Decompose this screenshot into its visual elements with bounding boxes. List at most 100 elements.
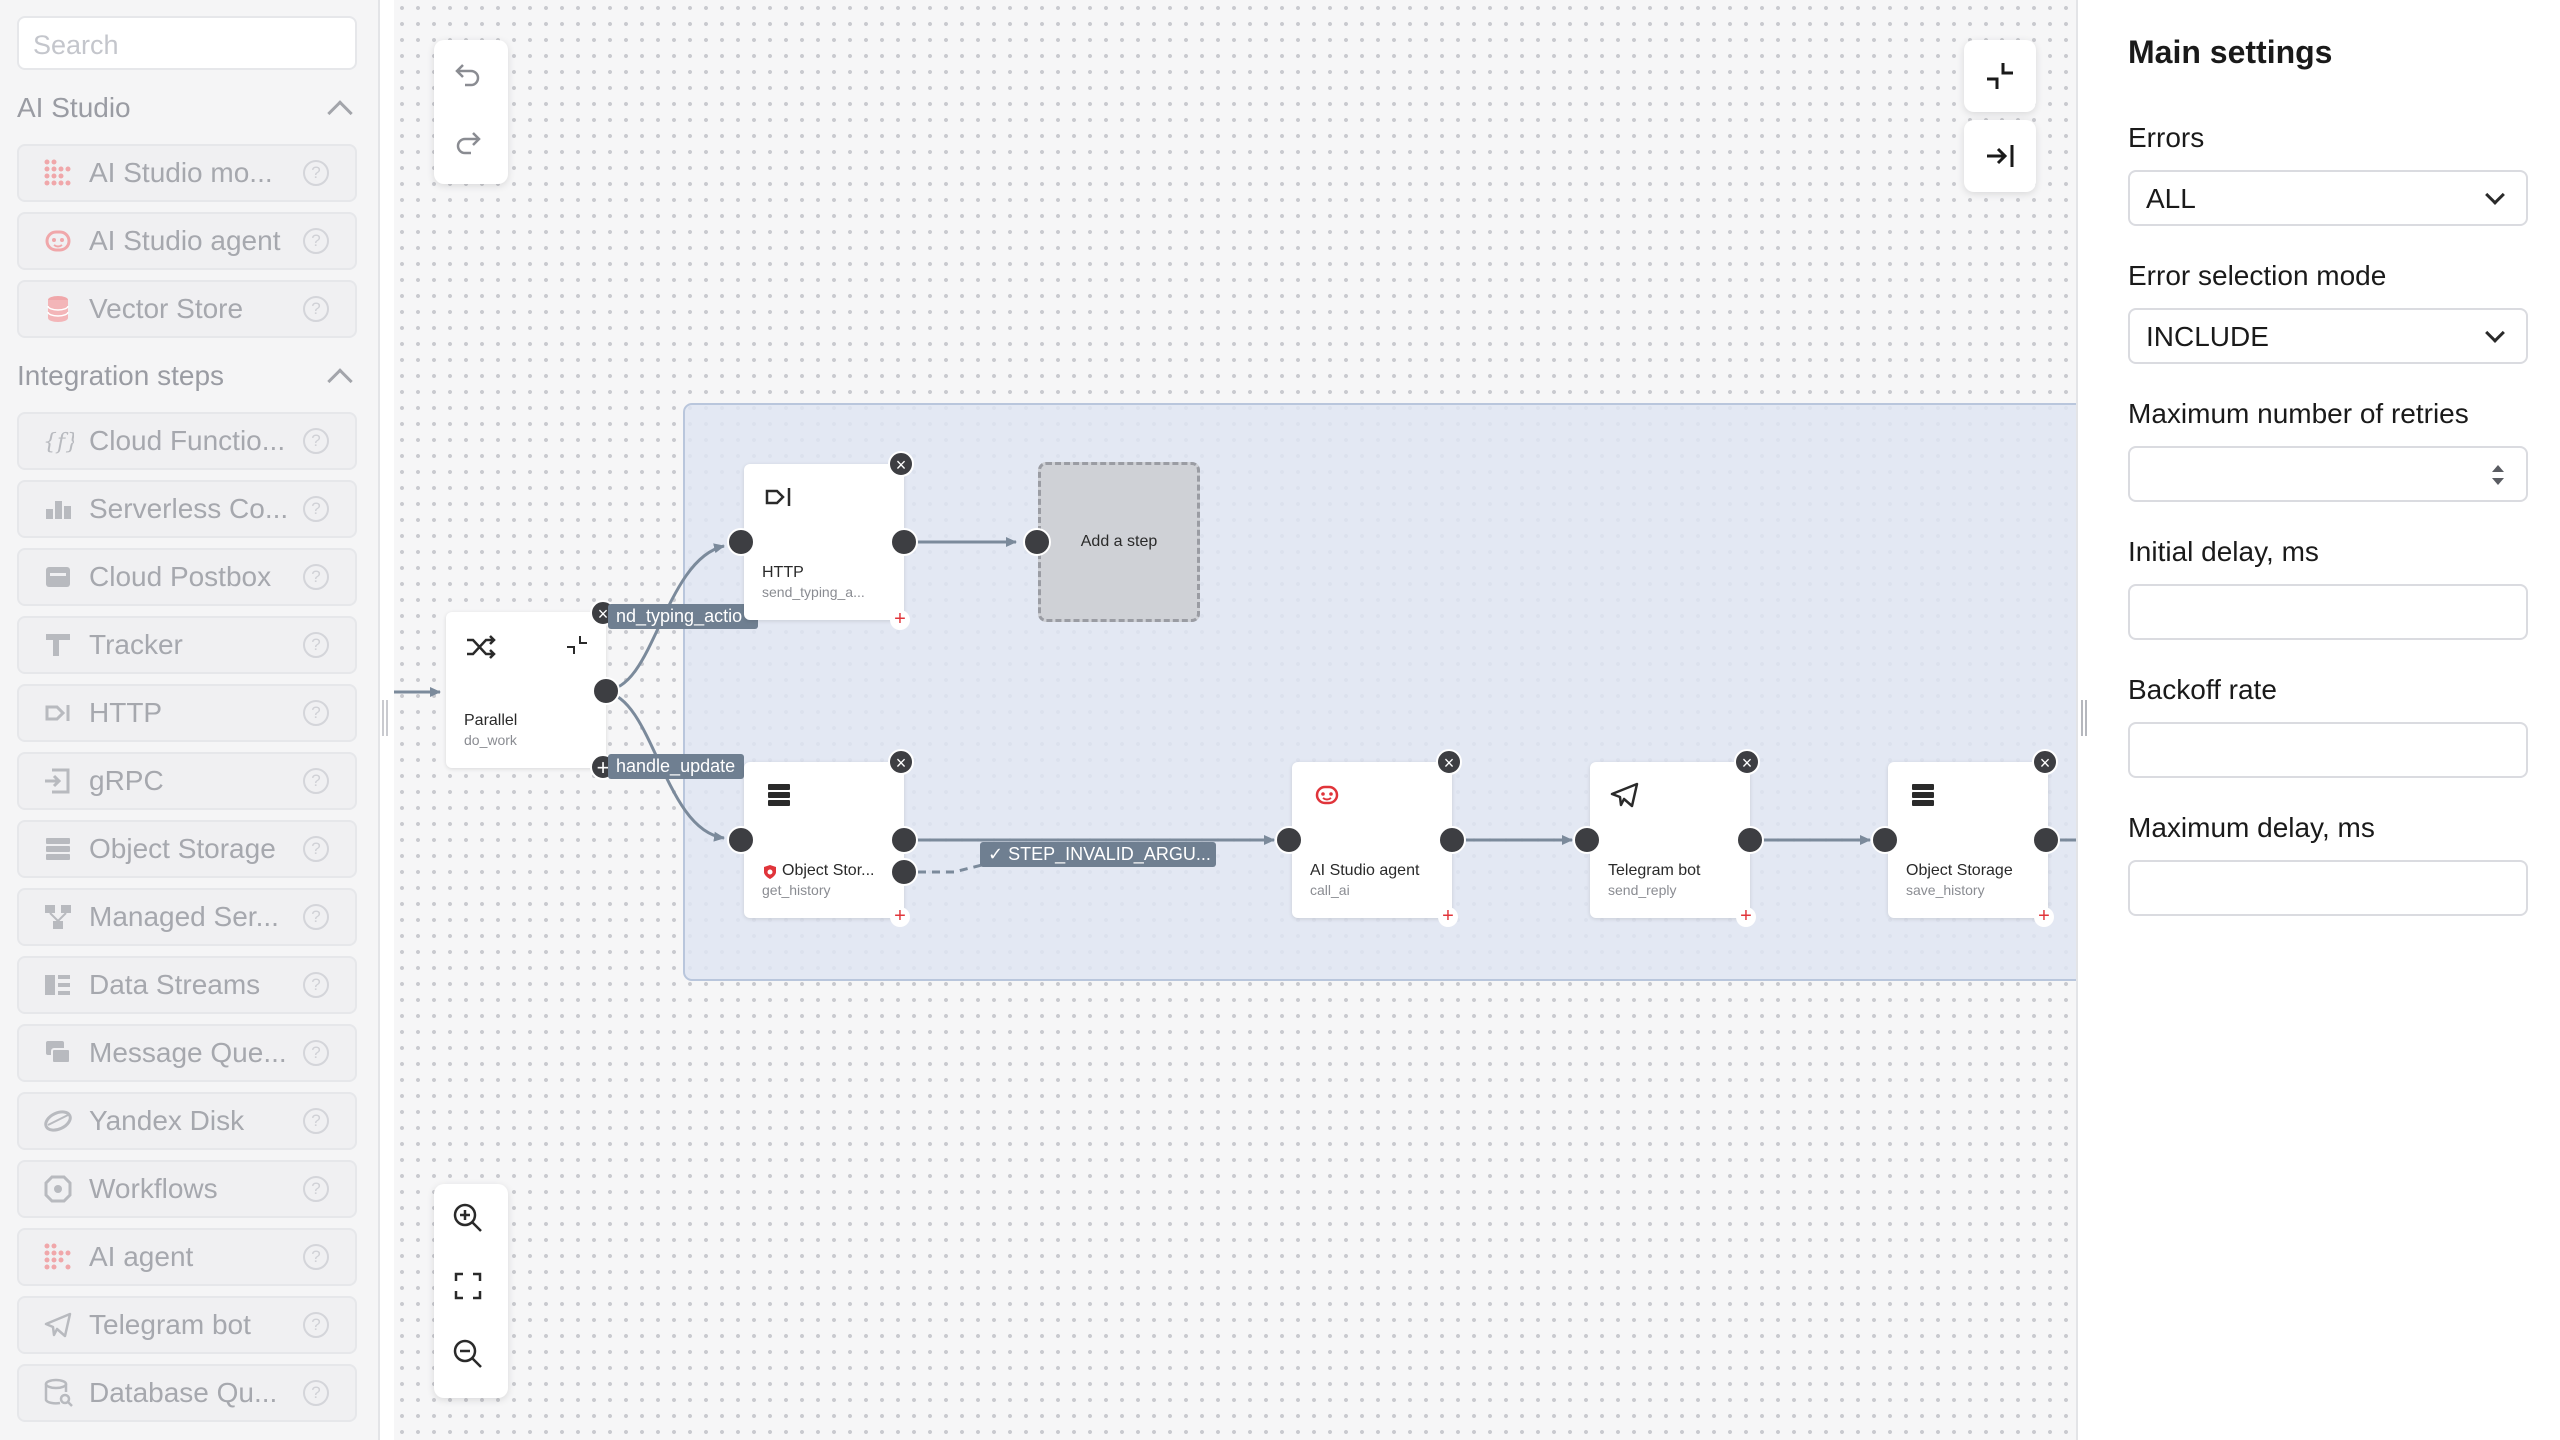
help-icon[interactable]: ?	[303, 1244, 329, 1270]
sidebar-item-ai-studio-agent[interactable]: AI Studio agent ?	[17, 212, 357, 270]
remove-node-icon[interactable]: ×	[2032, 749, 2058, 775]
max-delay-input[interactable]	[2128, 860, 2528, 916]
help-icon[interactable]: ?	[303, 228, 329, 254]
branch-label-2[interactable]: handle_update	[608, 754, 744, 779]
zoom-out-button[interactable]	[434, 1320, 502, 1388]
sidebar-item-http[interactable]: HTTP ?	[17, 684, 357, 742]
sidebar-item-cloud-postbox[interactable]: Cloud Postbox ?	[17, 548, 357, 606]
port-telegram-in	[1573, 826, 1601, 854]
settings-resize-handle[interactable]	[2081, 700, 2087, 736]
branch-label-1[interactable]: nd_typing_actio	[608, 604, 758, 629]
help-icon[interactable]: ?	[303, 296, 329, 322]
help-icon[interactable]: ?	[303, 836, 329, 862]
remove-node-icon[interactable]: ×	[888, 451, 914, 477]
section-title: AI Studio	[17, 92, 131, 123]
sidebar-item-database-query[interactable]: Database Qu... ?	[17, 1364, 357, 1422]
catch-error-label[interactable]: ✓ STEP_INVALID_ARGU...	[980, 842, 1216, 867]
help-icon[interactable]: ?	[303, 160, 329, 186]
workflow-canvas[interactable]: Parallel do_work × + nd_typing_actio han…	[394, 0, 2078, 1440]
sidebar-item-cloud-functions[interactable]: {f} Cloud Functio... ?	[17, 412, 357, 470]
node-parallel[interactable]: Parallel do_work	[446, 612, 606, 768]
sidebar-item-workflows[interactable]: Workflows ?	[17, 1160, 357, 1218]
search-input[interactable]: Search	[17, 16, 357, 70]
sidebar-item-ai-agent[interactable]: AI agent ?	[17, 1228, 357, 1286]
sidebar-resize-handle[interactable]	[382, 700, 388, 736]
errors-select[interactable]: ALL	[2128, 170, 2528, 226]
zoom-in-button[interactable]	[434, 1184, 502, 1252]
help-icon[interactable]: ?	[303, 904, 329, 930]
help-icon[interactable]: ?	[303, 700, 329, 726]
help-icon[interactable]: ?	[303, 1312, 329, 1338]
chevron-down-icon	[2485, 323, 2505, 343]
help-icon[interactable]: ?	[303, 1040, 329, 1066]
node-telegram-bot[interactable]: Telegram bot send_reply	[1590, 762, 1750, 918]
sidebar-item-data-streams[interactable]: Data Streams ?	[17, 956, 357, 1014]
node-object-storage-save[interactable]: Object Storage save_history	[1888, 762, 2048, 918]
database-query-icon	[41, 1376, 75, 1410]
history-toolbar	[434, 40, 508, 184]
max-retries-input[interactable]	[2128, 446, 2528, 502]
port-ai-in	[1275, 826, 1303, 854]
node-title: Object Storage	[1906, 862, 2013, 879]
ai-agent-face-icon	[1315, 785, 1339, 805]
help-icon[interactable]: ?	[303, 1108, 329, 1134]
sidebar-item-vector-store[interactable]: Vector Store ?	[17, 280, 357, 338]
collapse-button[interactable]	[1964, 40, 2036, 112]
help-icon[interactable]: ?	[303, 428, 329, 454]
initial-delay-input[interactable]	[2128, 584, 2528, 640]
sidebar-item-tracker[interactable]: Tracker ?	[17, 616, 357, 674]
sidebar-item-ai-studio-model[interactable]: AI Studio mo... ?	[17, 144, 357, 202]
grpc-icon	[41, 764, 75, 798]
add-next-step-icon[interactable]: +	[1438, 906, 1458, 927]
add-next-step-icon[interactable]: +	[890, 906, 910, 927]
sidebar-item-managed-service[interactable]: Managed Ser... ?	[17, 888, 357, 946]
number-stepper-icon[interactable]	[2490, 460, 2506, 490]
help-icon[interactable]: ?	[303, 1176, 329, 1202]
sidebar-item-telegram-bot[interactable]: Telegram bot ?	[17, 1296, 357, 1354]
steps-sidebar: Search AI Studio AI Studio mo... ? AI St…	[0, 0, 380, 1440]
backoff-rate-input[interactable]	[2128, 722, 2528, 778]
sidebar-item-grpc[interactable]: gRPC ?	[17, 752, 357, 810]
help-icon[interactable]: ?	[303, 632, 329, 658]
node-object-storage-get[interactable]: Object Stor... get_history	[744, 762, 904, 918]
errors-value: ALL	[2146, 183, 2196, 214]
hide-panel-button[interactable]	[1964, 120, 2036, 192]
remove-node-icon[interactable]: ×	[1734, 749, 1760, 775]
node-subtitle: get_history	[762, 882, 831, 898]
ai-studio-model-icon	[41, 156, 75, 190]
node-ai-studio-agent[interactable]: AI Studio agent call_ai	[1292, 762, 1452, 918]
node-subtitle: send_typing_a...	[762, 584, 865, 600]
sidebar-item-message-queue[interactable]: Message Que... ?	[17, 1024, 357, 1082]
node-title: HTTP	[762, 564, 804, 581]
add-next-step-icon[interactable]: +	[1736, 906, 1756, 927]
section-integration-steps[interactable]: Integration steps	[17, 354, 357, 398]
sidebar-item-label: Tracker	[89, 629, 183, 660]
remove-node-icon[interactable]: ×	[1436, 749, 1462, 775]
remove-node-icon[interactable]: ×	[888, 749, 914, 775]
add-next-step-icon[interactable]: +	[2034, 906, 2054, 927]
sidebar-item-object-storage[interactable]: Object Storage ?	[17, 820, 357, 878]
collapse-node-icon[interactable]	[564, 632, 590, 658]
section-ai-studio[interactable]: AI Studio	[17, 86, 357, 130]
help-icon[interactable]: ?	[303, 768, 329, 794]
tracker-icon	[41, 628, 75, 662]
containers-icon	[41, 492, 75, 526]
database-icon	[41, 292, 75, 326]
fit-view-button[interactable]	[434, 1252, 502, 1320]
sidebar-item-serverless-containers[interactable]: Serverless Co... ?	[17, 480, 357, 538]
node-http[interactable]: HTTP send_typing_a...	[744, 464, 904, 620]
help-icon[interactable]: ?	[303, 496, 329, 522]
check-icon: ✓	[988, 844, 1009, 864]
undo-button[interactable]	[434, 40, 502, 108]
sidebar-item-label: AI agent	[89, 1241, 194, 1272]
sidebar-item-yandex-disk[interactable]: Yandex Disk ?	[17, 1092, 357, 1150]
sidebar-item-label: Yandex Disk	[89, 1105, 245, 1136]
node-subtitle: do_work	[464, 732, 517, 748]
error-mode-select[interactable]: INCLUDE	[2128, 308, 2528, 364]
help-icon[interactable]: ?	[303, 564, 329, 590]
redo-button[interactable]	[434, 108, 502, 176]
collapse-icon	[1987, 63, 2013, 89]
help-icon[interactable]: ?	[303, 972, 329, 998]
help-icon[interactable]: ?	[303, 1380, 329, 1406]
add-next-step-icon[interactable]: +	[890, 609, 910, 630]
